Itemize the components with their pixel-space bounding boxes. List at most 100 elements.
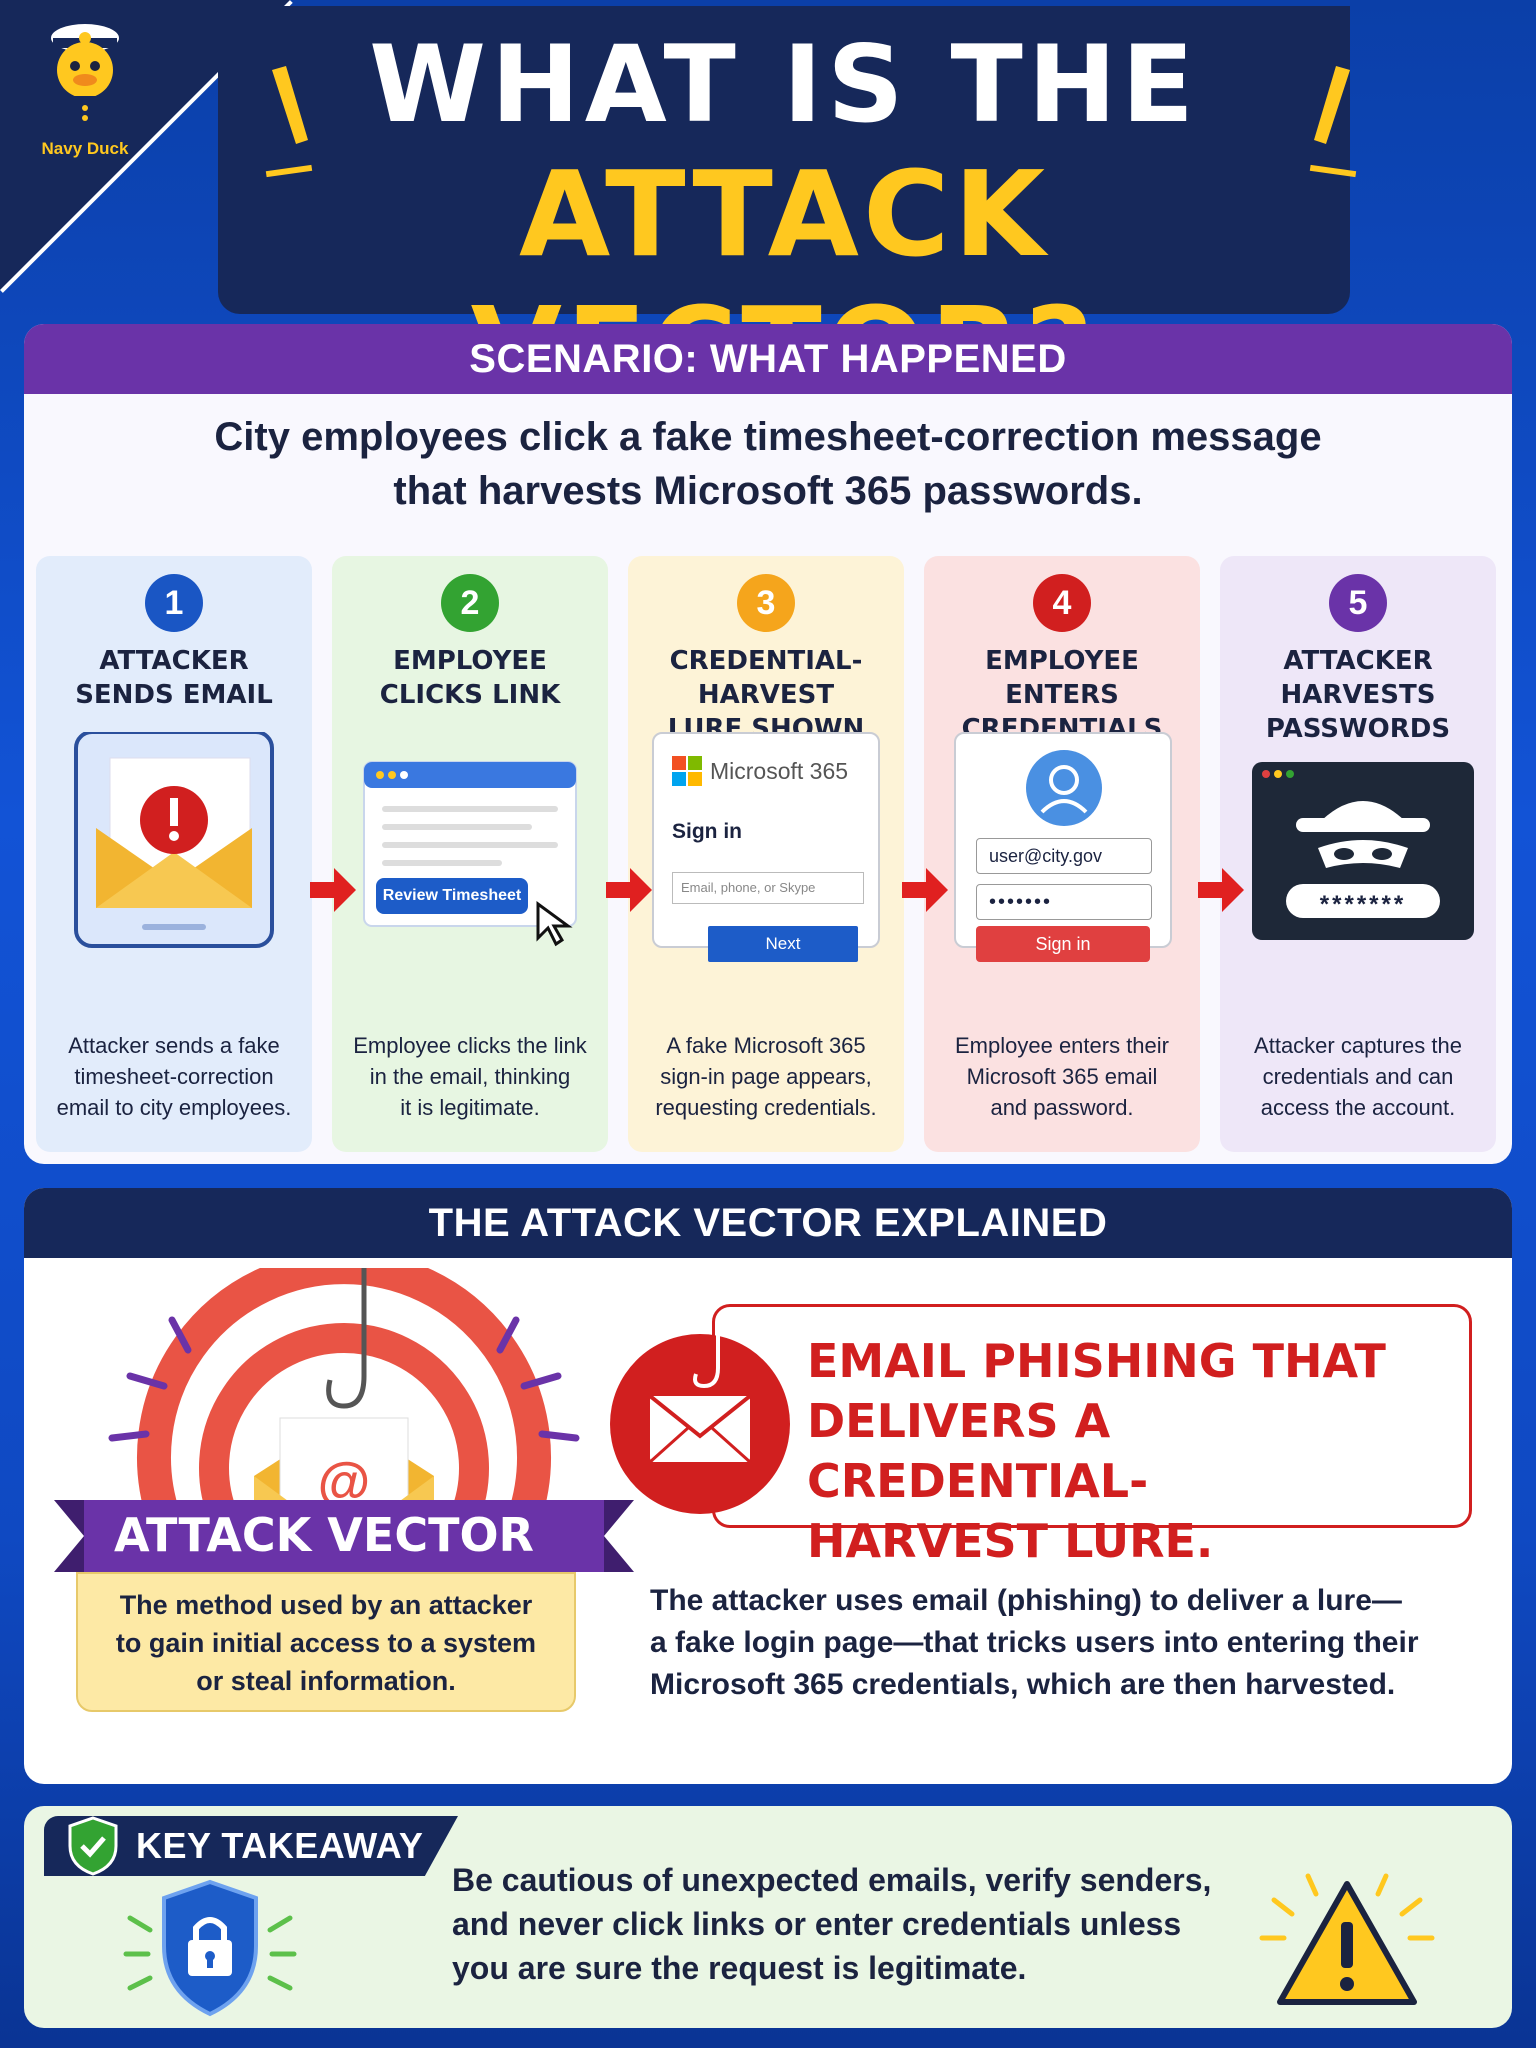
- arrow-right-icon: [902, 868, 948, 912]
- step-5-title-line-1: ATTACKER HARVESTS: [1280, 646, 1436, 710]
- next-button[interactable]: Next: [708, 926, 858, 962]
- padlock-shield-icon: [123, 1879, 297, 2017]
- headline-line-3: HARVEST LURE.: [807, 1514, 1214, 1568]
- scenario-summary-line-2: that harvests Microsoft 365 passwords.: [393, 469, 1143, 513]
- step-3-description: A fake Microsoft 365 sign-in page appear…: [638, 1030, 894, 1123]
- step-5-title: ATTACKER HARVESTS PASSWORDS: [1220, 644, 1496, 744]
- step-1-number: 1: [145, 574, 203, 632]
- fish-hook-icon: [326, 1268, 367, 1409]
- phishing-headline-box: EMAIL PHISHING THAT DELIVERS A CREDENTIA…: [712, 1304, 1472, 1568]
- attack-steps: 1 ATTACKER SENDS EMAIL Attacker sends a …: [36, 556, 1500, 1152]
- step-4-title-line-1: EMPLOYEE ENTERS: [985, 646, 1139, 710]
- step-5-desc-line-3: access the account.: [1260, 1095, 1456, 1120]
- step-2-title-line-1: EMPLOYEE: [393, 646, 547, 676]
- step-2-description: Employee clicks the link in the email, t…: [342, 1030, 598, 1123]
- definition-line-3: or steal information.: [196, 1666, 456, 1696]
- scenario-panel: SCENARIO: WHAT HAPPENED City employees c…: [24, 324, 1512, 1164]
- phishing-headline: EMAIL PHISHING THAT DELIVERS A CREDENTIA…: [807, 1331, 1447, 1571]
- step-5-desc-line-2: credentials and can: [1262, 1064, 1454, 1089]
- attack-vector-definition: The method used by an attacker to gain i…: [76, 1572, 576, 1712]
- signin-button[interactable]: Sign in: [976, 926, 1150, 962]
- attack-vector-explanation: The attacker uses email (phishing) to de…: [650, 1580, 1480, 1706]
- takeaway-heading: KEY TAKEAWAY: [136, 1825, 424, 1866]
- step-1-title-line-2: SENDS EMAIL: [75, 680, 273, 710]
- email-field[interactable]: user@city.gov: [976, 838, 1152, 874]
- definition-line-1: The method used by an attacker: [119, 1590, 533, 1620]
- step-2-title-line-2: CLICKS LINK: [379, 680, 561, 710]
- credential-form-illustration: user@city.gov •••••••: [954, 732, 1172, 948]
- user-avatar-icon: [1026, 750, 1102, 826]
- headline-line-1: EMAIL PHISHING THAT: [807, 1334, 1386, 1388]
- phone-envelope-illustration: [74, 732, 274, 948]
- microsoft-logo-icon: [672, 756, 702, 786]
- headline-line-2: DELIVERS A CREDENTIAL-: [807, 1394, 1149, 1508]
- attack-vector-badge: ATTACK VECTOR: [114, 1508, 534, 1562]
- page-title: WHAT IS THE ATTACK VECTOR?: [218, 6, 1350, 418]
- review-timesheet-button[interactable]: Review Timesheet: [382, 887, 522, 904]
- step-2-card: 2 EMPLOYEE CLICKS LINK: [332, 556, 608, 1152]
- microsoft-brand-label: Microsoft 365: [710, 758, 849, 784]
- target-phishing-illustration: @: [54, 1268, 634, 1588]
- step-1-title-line-1: ATTACKER: [99, 646, 249, 676]
- step-4-desc-line-1: Employee enters their: [955, 1033, 1169, 1058]
- step-5-number: 5: [1329, 574, 1387, 632]
- step-5-desc-line-1: Attacker captures the: [1254, 1033, 1462, 1058]
- step-3-desc-line-3: requesting credentials.: [655, 1095, 877, 1120]
- step-3-number: 3: [737, 574, 795, 632]
- step-1-title: ATTACKER SENDS EMAIL: [36, 644, 312, 724]
- step-5-title-line-2: PASSWORDS: [1265, 714, 1451, 744]
- duck-captain-logo-icon: [51, 24, 119, 126]
- email-input[interactable]: Email, phone, or Skype: [672, 872, 864, 904]
- step-4-number: 4: [1033, 574, 1091, 632]
- explained-heading: THE ATTACK VECTOR EXPLAINED: [24, 1188, 1512, 1258]
- step-4-description: Employee enters their Microsoft 365 emai…: [934, 1030, 1190, 1123]
- spark-left-icon: [265, 66, 313, 178]
- step-1-desc-line-2: timesheet-correction: [74, 1064, 274, 1089]
- scenario-summary-line-1: City employees click a fake timesheet-co…: [214, 415, 1322, 459]
- step-4-desc-line-2: Microsoft 365 email: [966, 1064, 1158, 1089]
- signin-heading: Sign in: [672, 820, 742, 843]
- step-3-desc-line-1: A fake Microsoft 365: [666, 1033, 866, 1058]
- spark-right-icon: [1309, 66, 1357, 178]
- step-5-description: Attacker captures the credentials and ca…: [1230, 1030, 1486, 1123]
- step-2-desc-line-2: in the email, thinking: [369, 1064, 571, 1089]
- captured-password: *******: [1319, 891, 1407, 918]
- takeaway-line-2: and never click links or enter credentia…: [452, 1906, 1182, 1942]
- step-1-description: Attacker sends a fake timesheet-correcti…: [46, 1030, 302, 1123]
- step-2-title: EMPLOYEE CLICKS LINK: [332, 644, 608, 724]
- step-1-desc-line-1: Attacker sends a fake: [68, 1033, 280, 1058]
- takeaway-panel: KEY TAKEAWAY Be cautious of unexpected e…: [24, 1806, 1512, 2028]
- definition-line-2: to gain initial access to a system: [115, 1628, 537, 1658]
- check-shield-icon: [68, 1816, 118, 1876]
- arrow-right-icon: [310, 868, 356, 912]
- step-3-title: CREDENTIAL-HARVEST LURE SHOWN: [628, 644, 904, 744]
- explanation-line-2: a fake login page—that tricks users into…: [650, 1626, 1419, 1659]
- explained-panel: THE ATTACK VECTOR EXPLAINED @ ATTACK VEC…: [24, 1188, 1512, 1784]
- step-3-card: 3 CREDENTIAL-HARVEST LURE SHOWN Microsof…: [628, 556, 904, 1152]
- brand-name: Navy Duck: [41, 139, 129, 158]
- step-2-desc-line-1: Employee clicks the link: [353, 1033, 587, 1058]
- step-3-title-line-1: CREDENTIAL-HARVEST: [669, 646, 863, 710]
- step-2-desc-line-3: it is legitimate.: [400, 1095, 540, 1120]
- arrow-right-icon: [606, 868, 652, 912]
- takeaway-text: Be cautious of unexpected emails, verify…: [452, 1858, 1252, 1990]
- step-5-card: 5 ATTACKER HARVESTS PASSWORDS *******: [1220, 556, 1496, 1152]
- step-1-card: 1 ATTACKER SENDS EMAIL Attacker sends a …: [36, 556, 312, 1152]
- phishing-mail-icon: [610, 1334, 790, 1514]
- explanation-line-1: The attacker uses email (phishing) to de…: [650, 1584, 1402, 1617]
- title-line-1: WHAT IS THE: [369, 23, 1199, 146]
- explanation-line-3: Microsoft 365 credentials, which are the…: [650, 1668, 1396, 1701]
- hacker-screen-illustration: *******: [1252, 762, 1474, 940]
- step-3-desc-line-2: sign-in page appears,: [660, 1064, 872, 1089]
- step-4-card: 4 EMPLOYEE ENTERS CREDENTIALS user@city.…: [924, 556, 1200, 1152]
- takeaway-line-1: Be cautious of unexpected emails, verify…: [452, 1862, 1212, 1898]
- browser-window-illustration: Review Timesheet: [362, 732, 578, 948]
- arrow-right-icon: [1198, 868, 1244, 912]
- password-field[interactable]: •••••••: [976, 884, 1152, 920]
- step-1-desc-line-3: email to city employees.: [56, 1095, 292, 1120]
- fake-signin-illustration: Microsoft 365 Sign in Email, phone, or S…: [652, 732, 880, 948]
- scenario-heading: SCENARIO: WHAT HAPPENED: [24, 324, 1512, 394]
- step-4-desc-line-3: and password.: [990, 1095, 1134, 1120]
- scenario-summary: City employees click a fake timesheet-co…: [24, 410, 1512, 518]
- hacker-icon: [1262, 770, 1440, 918]
